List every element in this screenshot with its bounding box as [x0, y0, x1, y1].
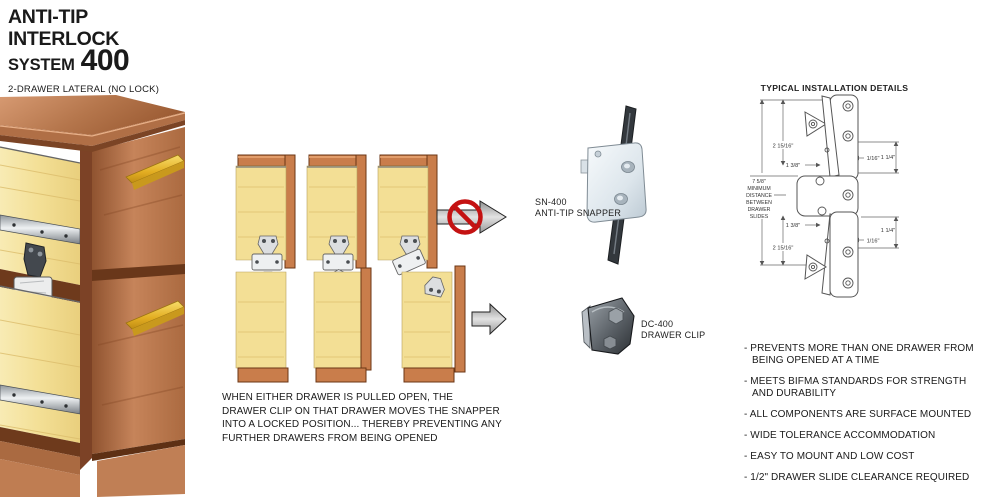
clip-flange [581, 305, 591, 350]
caption-line: WHEN EITHER DRAWER IS PULLED OPEN, THE [222, 392, 454, 403]
dimension-labels: 2 15/16" 1 3/8" 2 15/16" 1 3/8" 1/16" 1 … [770, 141, 895, 252]
svg-text:DRAWER: DRAWER [748, 207, 771, 213]
features-list: - PREVENTS MORE THAN ONE DRAWER FROM BEI… [744, 343, 978, 493]
svg-text:BETWEEN: BETWEEN [746, 200, 772, 206]
sequence-panel-2 [306, 154, 372, 383]
feature-item: - PREVENTS MORE THAN ONE DRAWER FROM BEI… [744, 343, 974, 366]
feature-item: - WIDE TOLERANCE ACCOMMODATION [744, 430, 936, 441]
clip-product-image [581, 297, 635, 355]
installation-drawing: 2 15/16" 1 3/8" 2 15/16" 1 3/8" 1/16" 1 … [744, 94, 899, 298]
caption-line: DRAWER CLIP ON THAT DRAWER MOVES THE SNA… [222, 405, 500, 417]
svg-text:MINIMUM: MINIMUM [747, 186, 770, 192]
snapper-code: SN-400 [535, 197, 567, 207]
upper-blade-outline [821, 95, 840, 178]
dim-1-16-top: 1/16" [867, 156, 880, 162]
page-title-line1: ANTI-TIP [8, 6, 88, 28]
clip-hex-boss-bottom [603, 335, 617, 350]
top-triangle-bracket [804, 111, 827, 137]
no-symbol-over-arrow [436, 199, 507, 235]
sequence-panel-3 [377, 154, 466, 383]
svg-text:SLIDES: SLIDES [750, 214, 769, 220]
bottom-drawer-handle [125, 300, 185, 336]
clip-name: DRAWER CLIP [641, 330, 706, 340]
dim-1-3-8-top: 1 3/8" [786, 163, 800, 169]
bottom-triangle-bracket [804, 254, 827, 280]
cabinet-corner-edge [80, 143, 92, 470]
snapper-housing [796, 175, 859, 217]
clip-label: DC-400 DRAWER CLIP [641, 319, 705, 341]
page-title-line3: SYSTEM 400 [8, 44, 159, 77]
dim-1-1-4-top: 1 1/4" [881, 155, 895, 161]
feature-item: - EASY TO MOUNT AND LOW COST [744, 451, 915, 462]
drawing-holes [808, 100, 854, 289]
snapper-name: ANTI-TIP SNAPPER [535, 208, 622, 218]
sequence-caption: WHEN EITHER DRAWER IS PULLED OPEN, THE D… [222, 391, 532, 445]
cabinet-illustration [0, 95, 185, 497]
feature-item: - MEETS BIFMA STANDARDS FOR STRENGTH AND… [744, 376, 967, 399]
feature-item: - 1/2" DRAWER SLIDE CLEARANCE REQUIRED [744, 472, 970, 483]
cabinet-plinth-front [97, 445, 185, 497]
snapper-label: SN-400 ANTI-TIP SNAPPER [535, 197, 621, 219]
clip-hex-boss-top [608, 307, 624, 325]
page-title-line2: INTERLOCK [8, 28, 120, 50]
top-drawer-side-panel [0, 147, 80, 285]
caption-line: INTO A LOCKED POSITION... THEREBY PREVEN… [222, 419, 502, 430]
feature-item: - ALL COMPONENTS ARE SURFACE MOUNTED [744, 409, 972, 420]
drawer-front-divider [92, 264, 185, 281]
sequence-panel-1 [235, 154, 296, 383]
installation-title: TYPICAL INSTALLATION DETAILS [760, 83, 909, 93]
page-subtitle: 2-DRAWER LATERAL (NO LOCK) [8, 84, 160, 95]
cabinet-base-rail [0, 441, 80, 475]
cabinet-plinth-side [0, 459, 80, 497]
top-drawer-handle [125, 154, 185, 190]
snapper-product-image [580, 105, 647, 265]
pull-direction-arrow [471, 302, 507, 336]
dim-2-15-16-top: 2 15/16" [773, 144, 794, 150]
title-block: ANTI-TIP INTERLOCK SYSTEM 400 2-DRAWER L… [8, 6, 159, 101]
page-title-model-number: 400 [80, 44, 130, 77]
page-title-system: SYSTEM [8, 56, 75, 74]
cabinet-base-recess [92, 439, 185, 461]
clip-code: DC-400 [641, 319, 674, 329]
snapper-outline-drawing [796, 94, 859, 298]
caption-line: FURTHER DRAWERS FROM BEING OPENED [222, 432, 438, 444]
dim-1-3-8-bottom: 1 3/8" [786, 223, 800, 229]
svg-text:DISTANCE: DISTANCE [746, 193, 772, 199]
cabinet-front-face [92, 127, 185, 454]
dim-2-15-16-bottom: 2 15/16" [773, 246, 794, 252]
cabinet-cutaway-section [0, 146, 81, 497]
cabinet-top-surface [0, 95, 185, 152]
dim-1-16-bottom: 1/16" [867, 239, 880, 245]
min-distance-value: 7 5/8" [752, 179, 766, 185]
operation-sequence-diagram [235, 154, 507, 383]
min-distance-note: 7 5/8" MINIMUM DISTANCE BETWEEN DRAWER S… [744, 177, 774, 220]
dim-1-1-4-bottom: 1 1/4" [881, 228, 895, 234]
